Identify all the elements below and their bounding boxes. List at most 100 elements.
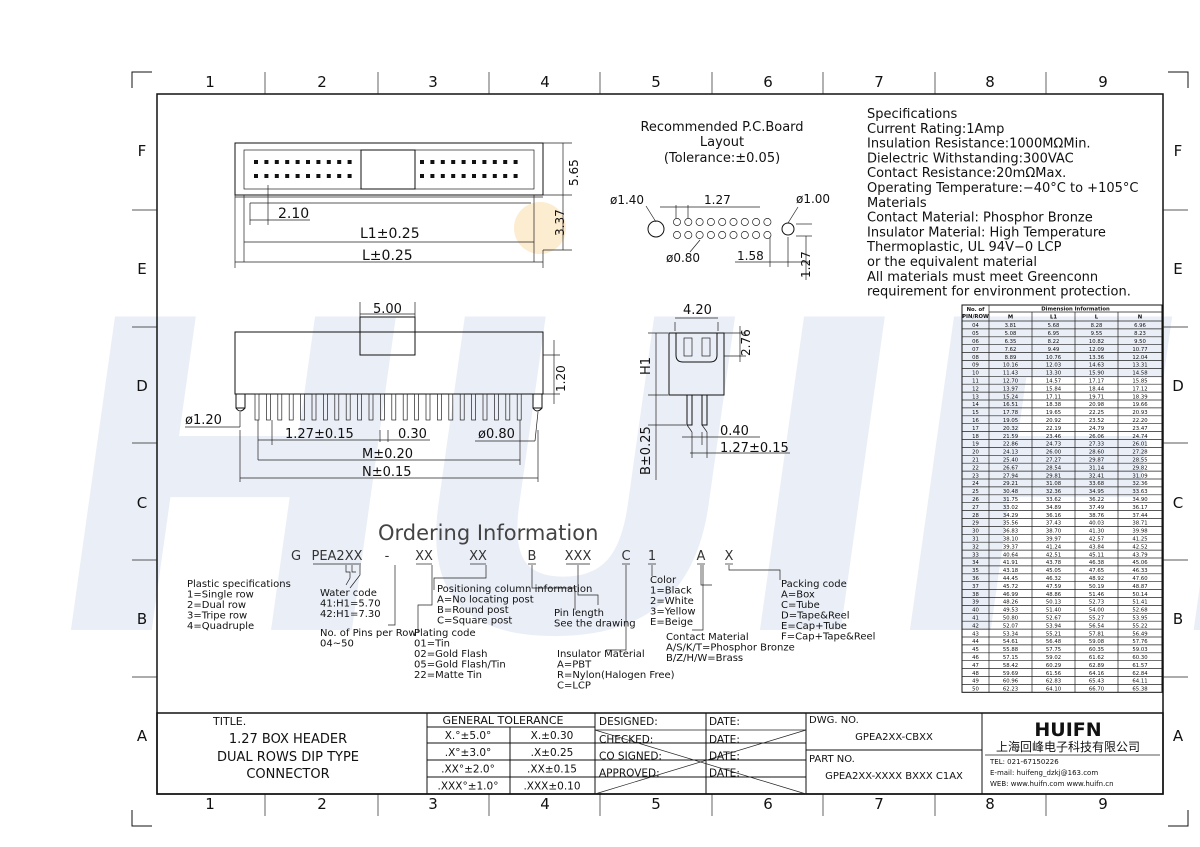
top-view-body	[234, 142, 544, 196]
pcb-title-3: (Tolerance:±0.05)	[664, 151, 780, 166]
dim-table-cell: 28.54	[1046, 465, 1062, 471]
dim-3-37: 3.37	[553, 209, 567, 236]
tolerance-linear: .XXX±0.10	[523, 780, 580, 792]
dim-table-cell: 04	[972, 323, 979, 329]
dim-table-header-b: PIN/ROW	[962, 314, 989, 320]
grid-row-right-B: B	[1173, 610, 1183, 628]
dim-table-cell: 45.05	[1046, 568, 1061, 574]
dim-table-cell: 60.96	[1003, 679, 1019, 685]
spec-line: Operating Temperature:−40°C to +105°C	[867, 181, 1138, 196]
pcb-hole	[729, 231, 738, 239]
dim-table-cell: 41.91	[1003, 560, 1018, 566]
dim-table-cell: 19.05	[1003, 418, 1018, 424]
company-tel: TEL: 021-67150226	[989, 758, 1059, 766]
dim-table-cell: 16	[972, 418, 979, 424]
ordering-positioning: C=Square post	[437, 616, 512, 627]
dim-table-cell: 54.00	[1089, 608, 1105, 614]
grid-col-top-4: 4	[540, 73, 550, 91]
top-pin	[420, 174, 424, 178]
part-no-label: PART NO.	[809, 754, 855, 765]
dim-table-cell: 34.89	[1046, 505, 1061, 511]
dim-table-cell: 34.95	[1089, 489, 1104, 495]
top-pin	[326, 160, 331, 164]
dim-table-cell: 56.49	[1132, 631, 1147, 637]
dim-5-65: 5.65	[567, 159, 581, 186]
spec-line: Specifications	[867, 107, 957, 122]
dim-table-cell: 3.81	[1005, 323, 1017, 329]
dim-table-cell: 20.93	[1132, 410, 1147, 416]
top-pin	[316, 160, 321, 164]
top-pin	[316, 174, 321, 178]
grid-row-right-C: C	[1173, 494, 1183, 512]
dim-table-cell: 9.49	[1048, 347, 1060, 353]
dim-table-cell: 33.63	[1132, 489, 1147, 495]
date-label: DATE:	[709, 751, 740, 763]
front-pin	[505, 393, 511, 421]
dim-table-cell: 50.80	[1003, 616, 1019, 622]
pcb-hole	[752, 218, 761, 226]
dim-table-cell: 31	[972, 537, 979, 543]
dim-table-cell: 37.49	[1089, 505, 1104, 511]
dim-table-cell: 42.52	[1132, 544, 1147, 550]
dim-table-col-M: M	[1008, 315, 1013, 321]
dwg-no: GPEA2XX-CBXX	[855, 732, 933, 743]
watermark: HUIFN	[17, 231, 1200, 732]
pcb-title-1: Recommended P.C.Board	[640, 120, 803, 135]
dim-table-cell: 65.43	[1089, 679, 1104, 685]
grid-col-bottom-9: 9	[1098, 795, 1108, 813]
ordering-code-part: G	[291, 549, 301, 564]
dim-table-cell: 22.19	[1046, 426, 1061, 432]
ordering-color: Color	[650, 575, 677, 586]
dim-table-cell: 53.94	[1046, 623, 1062, 629]
dim-table-cell: 62.89	[1089, 663, 1104, 669]
dim-table-cell: 10.16	[1003, 363, 1019, 369]
dim-table-cell: 50.13	[1046, 600, 1061, 606]
dim-table-cell: 24.74	[1132, 434, 1148, 440]
dim-table-cell: 15.85	[1132, 379, 1147, 385]
dim-table-cell: 35	[972, 568, 979, 574]
ordering-code-part: 1	[648, 549, 656, 564]
ordering-contact: A/S/K/T=Phosphor Bronze	[666, 643, 795, 654]
dim-table-cell: 6.95	[1048, 331, 1060, 337]
dim-table-cell: 41.24	[1046, 544, 1062, 550]
pcb-mount-hole-left	[647, 220, 665, 238]
dim-table-cell: 31.75	[1003, 497, 1018, 503]
dim-table-cell: 17.12	[1132, 386, 1147, 392]
top-pin	[347, 160, 352, 164]
company-web: WEB: www.huifn.com www.huifn.cn	[990, 780, 1114, 788]
dim-table-cell: 65.38	[1132, 687, 1148, 693]
ordering-color: 2=White	[650, 596, 694, 607]
ordering-color: 3=Yellow	[650, 607, 696, 618]
ordering-plastic: Plastic specifications	[187, 579, 291, 590]
dim-table-cell: 56.54	[1089, 623, 1105, 629]
ordering-code-part: A	[697, 549, 706, 564]
dim-table-cell: 39.37	[1003, 544, 1018, 550]
title-line-1: 1.27 BOX HEADER	[229, 732, 347, 747]
dim-table-cell: 16.51	[1003, 402, 1018, 408]
dim-table-cell: 40	[972, 608, 979, 614]
ordering-insulator: A=PBT	[557, 660, 592, 671]
dim-table-cell: 53.34	[1003, 631, 1019, 637]
dim-table-cell: 13.36	[1089, 355, 1105, 361]
dim-table-cell: 20.32	[1003, 426, 1018, 432]
dim-table-cell: 26.01	[1132, 442, 1147, 448]
dim-table-cell: 12.03	[1046, 363, 1061, 369]
top-pin	[451, 160, 456, 164]
dim-table-cell: 32.41	[1089, 473, 1104, 479]
pcb-layout: Recommended P.C.Board Layout (Tolerance:…	[610, 120, 830, 280]
top-pin	[472, 174, 476, 178]
dim-table-col-L: L	[1095, 315, 1099, 321]
ordering-color: E=Beige	[650, 617, 693, 628]
dim-table-cell: 17	[972, 426, 979, 432]
ordering-plating: 02=Gold Flash	[414, 649, 487, 660]
dim-table-cell: 45.11	[1089, 552, 1104, 558]
dim-table-cell: 31.14	[1089, 465, 1105, 471]
dim-table-cell: 07	[972, 347, 979, 353]
tolerance-angle: .XX°±2.0°	[441, 764, 495, 776]
top-pin	[306, 174, 310, 178]
dim-table-cell: 39	[972, 600, 979, 606]
pcb-hole	[763, 231, 772, 239]
dim-2-76: 2.76	[739, 329, 753, 356]
